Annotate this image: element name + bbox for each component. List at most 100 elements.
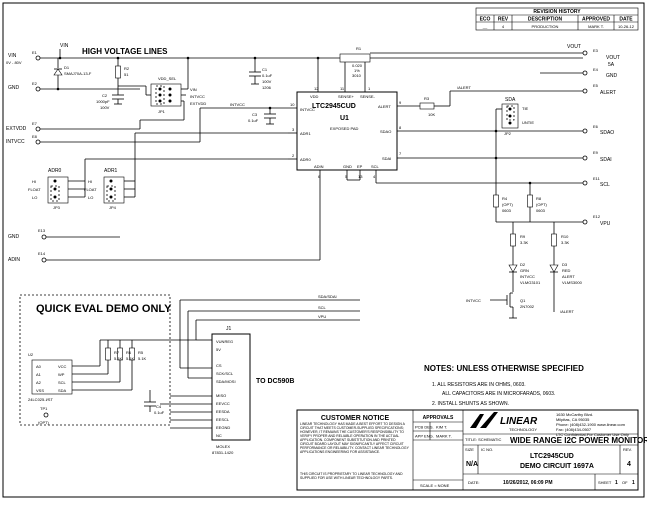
j1-pin-11: EESCL [216, 417, 230, 422]
notes-line-2: ALL CAPACITORS ARE IN MICROFARADS, 0603. [442, 391, 555, 397]
jp4-hi: HI [88, 179, 92, 184]
sheet-border [2, 2, 645, 498]
u1-num-sdao: 8 [399, 125, 402, 130]
r7-value: 5.1K [114, 356, 123, 361]
u1-pin-gnd: GND [343, 164, 352, 169]
app-eng-label: APP ENG. [415, 434, 434, 439]
jp4-float: FLOAT [84, 187, 97, 192]
e4-terminal [582, 70, 588, 76]
notice-title: CUSTOMER NOTICE [321, 415, 390, 422]
u2-pin-a0: A0 [36, 364, 42, 369]
u1-num-adr1: 3 [292, 127, 295, 132]
r3-body [419, 102, 435, 110]
tp1-terminal [43, 412, 49, 418]
alert-section: R3 10K /ALERT SDA TIE UNTIE JP2 [419, 85, 583, 160]
u1-num-vdd: 12 [314, 86, 319, 91]
u1-pin-adr0: ADR0 [300, 157, 311, 162]
e14-ref: E14 [38, 251, 46, 256]
e3-terminal [582, 50, 588, 56]
net-scl: SCL [318, 305, 327, 310]
u1-num-sm: 1 [368, 86, 371, 91]
u1-pin-vdd: VDD [310, 94, 319, 99]
r10-body [551, 233, 557, 247]
d3-func: ALERT [562, 274, 575, 279]
e3-net: VOUT [567, 44, 581, 50]
sheet-value: 1 [615, 480, 618, 486]
scale-label: SCALE = NONE [420, 483, 450, 488]
u1-part: LTC2945CUD [312, 103, 356, 110]
u1-pin-alert: ALERT [378, 104, 391, 109]
j1-conn: MOLEX [216, 444, 230, 449]
r1-body [339, 53, 371, 63]
r1-tol: 1% [354, 68, 360, 73]
jp4-shunt [106, 185, 116, 202]
u2-pin-vcc: VCC [58, 364, 67, 369]
jp3-lo: LO [32, 195, 37, 200]
e14-label: ADIN [8, 257, 20, 263]
u1-num-sp: 11 [340, 86, 345, 91]
jp1-pin-intvcc: INTVCC [190, 94, 205, 99]
rev-row-date: 10-26-12 [618, 24, 635, 29]
j1-pin-12: EEGND [216, 425, 230, 430]
c1-package: 1206 [262, 85, 272, 90]
r2-value: 51 [124, 72, 129, 77]
u1-pin-sensem: SENSE- [360, 94, 376, 99]
j1-pin-2: 5V [216, 347, 221, 352]
pullup-led-section: R4 (OPT) 0603 R8 (OPT) 0603 R9 3.3K R10 … [466, 158, 583, 319]
net-vpu: VPU [318, 314, 326, 319]
sheet-total: 1 [632, 480, 635, 486]
e7-ref: E7 [32, 121, 38, 126]
r9-value: 3.3K [520, 240, 529, 245]
jp3-shunt [50, 185, 60, 202]
sda-label: SDA [505, 97, 516, 103]
e3-ref: E3 [593, 48, 599, 53]
rev-value: 4 [627, 461, 631, 468]
r8-body [527, 194, 533, 208]
c1-ref: C1 [262, 67, 268, 72]
e9-terminal [582, 155, 588, 161]
rev-row-rev: 4 [502, 24, 505, 29]
r8-pkg: 0603 [536, 208, 546, 213]
u1-pin-adin: ADIN [314, 164, 324, 169]
net-sda-sdai: SDA/SDAI [318, 294, 337, 299]
d2-ref: D2 [520, 262, 526, 267]
j1-pin-5: SCK/SCL [216, 371, 234, 376]
r9-ref: R9 [520, 234, 526, 239]
d2-value: GRN [520, 268, 529, 273]
date-value: 10/26/2012, 06:09 PM [503, 480, 552, 486]
j1-pin-4: CS [216, 363, 222, 368]
r4-body [493, 194, 499, 208]
quick-eval-section: QUICK EVAL DEMO ONLY U2 A0 A1 A2 VSS VCC… [19, 294, 196, 426]
e11-ref: E11 [593, 176, 601, 181]
u1-num-alert: 9 [399, 100, 402, 105]
j1-pn: 87831-1420 [212, 450, 234, 455]
r4-pkg: 0603 [502, 208, 512, 213]
rev-header-rev: REV [498, 17, 509, 23]
notes-section: NOTES: UNLESS OTHERWISE SPECIFIED 1. ALL… [424, 364, 584, 407]
jp2-shunt [506, 105, 515, 121]
notice-foot: THIS CIRCUIT IS PROPRIETARY TO LINEAR TE… [300, 472, 403, 480]
address-line-1: 1630 McCarthy Blvd. [556, 412, 593, 417]
demo-value: DEMO CIRCUIT 1697A [520, 463, 594, 470]
app-eng-name: MARK T. [436, 434, 452, 439]
j1-ref: J1 [226, 326, 232, 332]
c3-ref: C3 [252, 112, 258, 117]
r10-ref: R10 [561, 234, 569, 239]
notes-line-1: 1. ALL RESISTORS ARE IN OHMS, 0603. [432, 382, 526, 388]
rev-header-desc: DESCRIPTION [528, 17, 563, 23]
q1-value: 2N7002 [520, 304, 535, 309]
c1-voltage: 100V [262, 79, 272, 84]
jp3-ref: JP3 [53, 205, 61, 210]
d2-func: INTVCC [520, 274, 535, 279]
u2-pin-a1: A1 [36, 372, 42, 377]
e9-label: SDAI [600, 157, 612, 163]
logo-sub: TECHNOLOGY [509, 427, 537, 432]
j1-pin-9: EEVCC [216, 401, 230, 406]
c4-value: 0.1uF [154, 410, 165, 415]
pcb-des-name: KIM T. [436, 425, 447, 430]
u1-num-scl: 4 [373, 174, 376, 179]
r8-value: (OPT) [536, 202, 548, 207]
ic-label: IC NO. [481, 447, 493, 452]
jp3-body [47, 176, 69, 204]
e1-terminal [35, 55, 41, 61]
